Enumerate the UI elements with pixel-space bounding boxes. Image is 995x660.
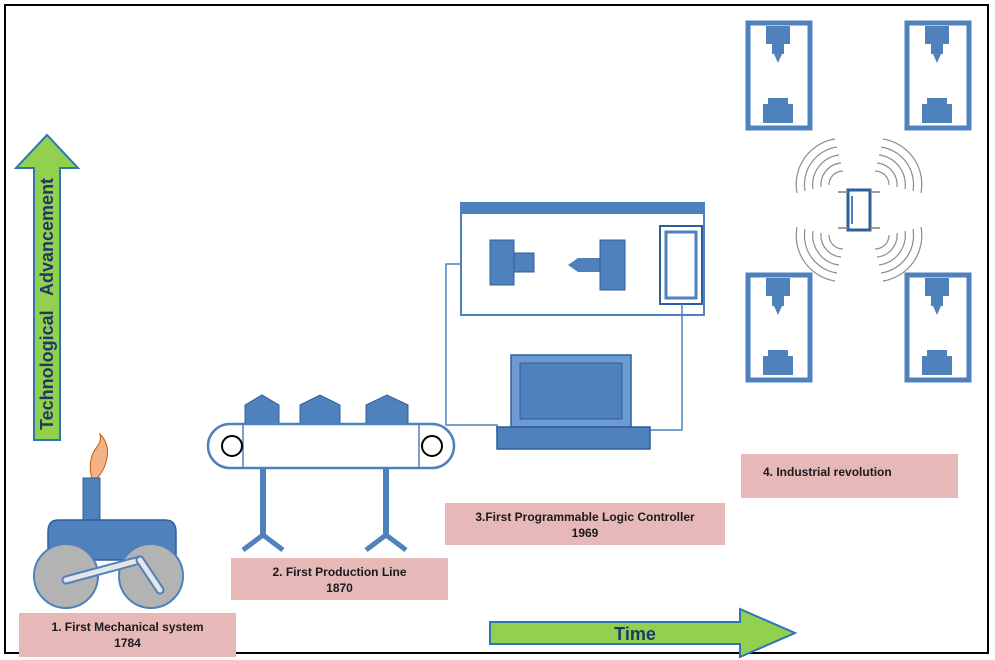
- stage-3-title: 3.First Programmable Logic Controller: [475, 510, 695, 524]
- stage-label-3: 3.First Programmable Logic Controller 19…: [445, 503, 725, 545]
- computer-icon: [496, 354, 651, 450]
- machine-unit-1: [745, 20, 813, 131]
- vertical-axis-label: Technological Advancement: [37, 178, 57, 430]
- machine-unit-2: [904, 20, 972, 131]
- connected-machines-icon: [745, 20, 972, 383]
- stage-label-1: 1. First Mechanical system 1784: [19, 613, 236, 657]
- wireless-hub-icon: [838, 188, 880, 232]
- stage-2-title: 2. First Production Line: [272, 565, 407, 579]
- horizontal-axis-label: Time: [614, 624, 656, 644]
- technological-advancement-arrow: Technological Advancement: [13, 133, 81, 441]
- stage-1-title: 1. First Mechanical system: [51, 620, 204, 634]
- stage-3-year: 1969: [571, 526, 599, 540]
- stage-4-title: 4. Industrial revolution: [763, 465, 892, 479]
- conveyor-belt-icon: [206, 394, 456, 552]
- stage-label-2: 2. First Production Line 1870: [231, 558, 448, 600]
- machine-unit-3: [745, 272, 813, 383]
- time-arrow: Time: [489, 607, 798, 659]
- steam-machine-icon: [33, 432, 184, 609]
- stage-2-year: 1870: [326, 581, 353, 595]
- stage-1-year: 1784: [114, 636, 141, 650]
- wireless-signal-waves: [795, 138, 923, 282]
- stage-label-4: 4. Industrial revolution: [741, 454, 958, 498]
- plc-panel-icon: [460, 202, 705, 316]
- diagram-frame: [4, 4, 989, 654]
- machine-unit-4: [904, 272, 972, 383]
